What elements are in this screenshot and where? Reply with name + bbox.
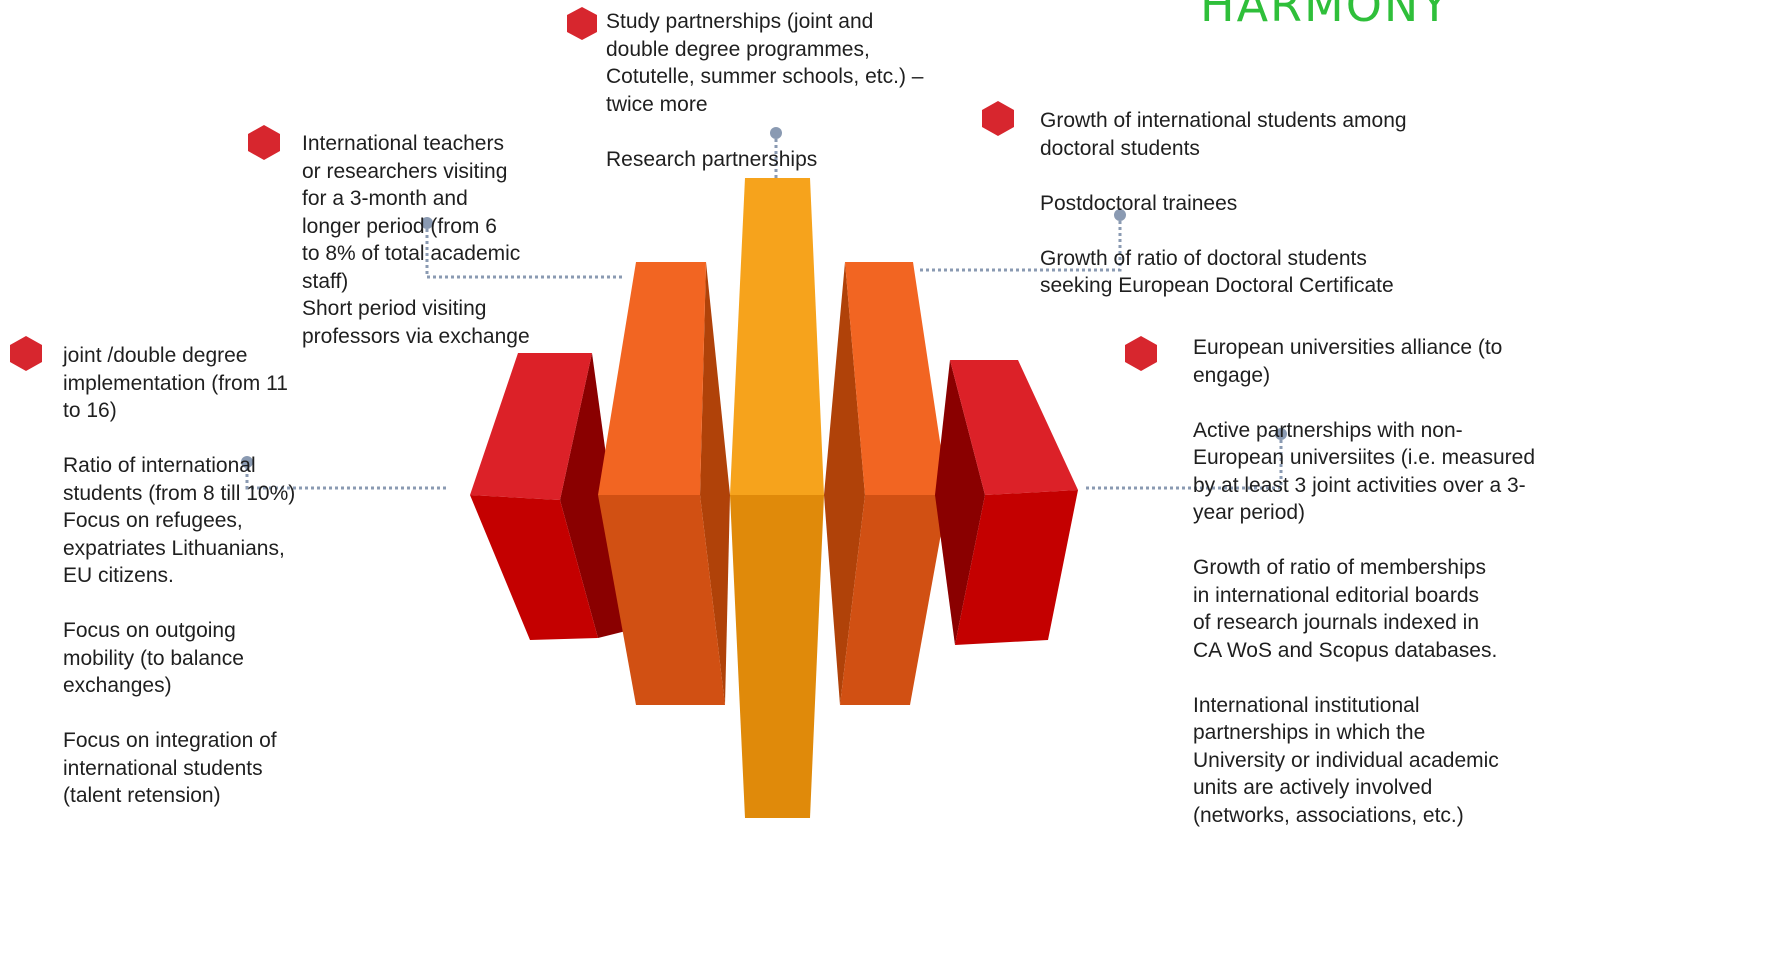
harmony-logo: HARMONY: [1200, 0, 1451, 32]
bar-right-orange: [824, 262, 948, 705]
connector-dot-right: [1275, 428, 1287, 440]
text-block-right: European universities alliance (to engag…: [1193, 336, 1536, 827]
connector-right: [1085, 434, 1283, 490]
bar-left-orange: [598, 262, 730, 705]
connector-upper-right: [920, 215, 1122, 272]
connector-dot-upper-left: [421, 217, 433, 229]
connector-lines: [245, 133, 1283, 490]
connector-dot-left: [241, 456, 253, 468]
bar-right-red: [935, 360, 1078, 645]
text-block-upper-right: Growth of international students among d…: [1040, 109, 1407, 297]
connector-upper-left: [425, 223, 625, 279]
text-block-upper-left: International teachers or researchers vi…: [302, 132, 530, 348]
connector-left: [245, 462, 446, 490]
bullet-right: [1125, 336, 1157, 371]
bar-center-yellow: [730, 178, 824, 818]
text-block-left: joint /double degree implementation (fro…: [63, 344, 296, 807]
connector-dot-top: [770, 127, 782, 139]
hex-bullets: [10, 7, 1157, 371]
bullet-upper-right: [982, 101, 1014, 136]
connector-dots: [241, 127, 1287, 468]
text-block-top: Study partnerships (joint and double deg…: [606, 10, 924, 171]
connector-dot-upper-right: [1114, 209, 1126, 221]
bullet-upper-left: [248, 125, 280, 160]
bullet-left: [10, 336, 42, 371]
bullet-top: [567, 7, 597, 40]
